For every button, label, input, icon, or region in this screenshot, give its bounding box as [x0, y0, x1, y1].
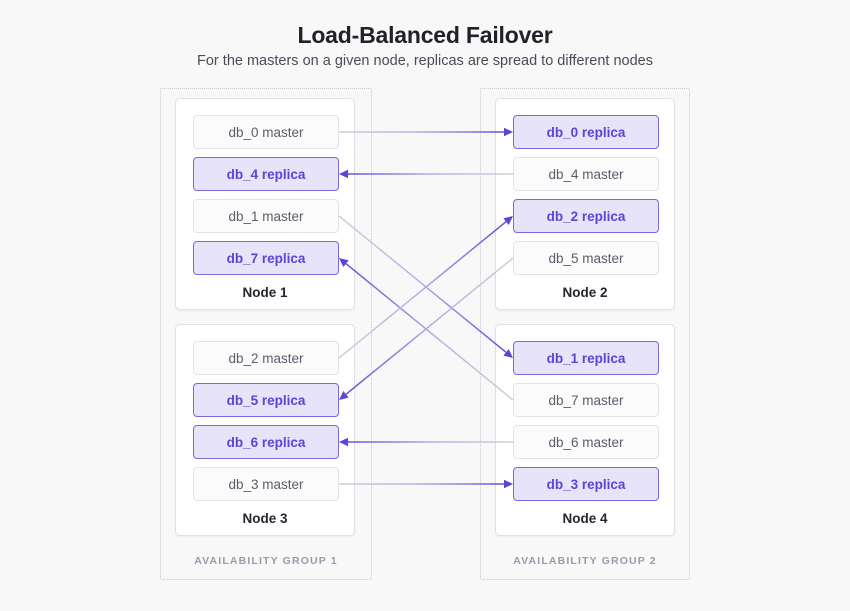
db-entry-label: db_2 replica [546, 208, 626, 224]
db-entry-label: db_0 replica [546, 124, 626, 140]
db-entry-label: db_4 replica [226, 166, 306, 182]
availability-group-2-label: AVAILABILITY GROUP 2 [513, 555, 657, 567]
node-label-node4: Node 4 [562, 511, 608, 526]
db-entry-n3-db6[interactable]: db_6 replica [193, 425, 339, 459]
db-entry-label: db_1 replica [546, 350, 626, 366]
db-entry-label: db_0 master [228, 124, 304, 140]
node-label-node1: Node 1 [242, 285, 288, 300]
db-entry-label: db_6 master [548, 434, 624, 450]
db-entry-n3-db5[interactable]: db_5 replica [193, 383, 339, 417]
db-entry-n4-db6[interactable]: db_6 master [513, 425, 659, 459]
db-entry-n2-db0[interactable]: db_0 replica [513, 115, 659, 149]
db-entry-label: db_4 master [548, 166, 624, 182]
db-entry-label: db_5 master [548, 250, 624, 266]
db-entry-n2-db4[interactable]: db_4 master [513, 157, 659, 191]
db-entry-label: db_2 master [228, 350, 304, 366]
db-entry-n1-db7[interactable]: db_7 replica [193, 241, 339, 275]
db-entry-label: db_3 master [228, 476, 304, 492]
page-subtitle: For the masters on a given node, replica… [197, 53, 653, 69]
node-card-node3[interactable]: db_2 master db_5 replica db_6 replica db… [175, 324, 355, 536]
db-entry-n3-db3[interactable]: db_3 master [193, 467, 339, 501]
db-entry-n1-db0[interactable]: db_0 master [193, 115, 339, 149]
node-card-node1[interactable]: db_0 master db_4 replica db_1 master db_… [175, 98, 355, 310]
db-entry-label: db_3 replica [546, 476, 626, 492]
node-label-node2: Node 2 [562, 285, 608, 300]
db-entry-n3-db2[interactable]: db_2 master [193, 341, 339, 375]
db-entry-label: db_1 master [228, 208, 304, 224]
db-entry-n4-db3[interactable]: db_3 replica [513, 467, 659, 501]
availability-group-1-label: AVAILABILITY GROUP 1 [194, 555, 338, 567]
db-entry-label: db_7 master [548, 392, 624, 408]
page-title: Load-Balanced Failover [297, 22, 553, 48]
db-entry-label: db_7 replica [226, 250, 306, 266]
node-label-node3: Node 3 [242, 511, 288, 526]
db-entry-n1-db4[interactable]: db_4 replica [193, 157, 339, 191]
db-entry-label: db_6 replica [226, 434, 306, 450]
node-card-node2[interactable]: db_0 replica db_4 master db_2 replica db… [495, 98, 675, 310]
db-entry-label: db_5 replica [226, 392, 306, 408]
db-entry-n4-db1[interactable]: db_1 replica [513, 341, 659, 375]
node-card-node4[interactable]: db_1 replica db_7 master db_6 master db_… [495, 324, 675, 536]
db-entry-n2-db2[interactable]: db_2 replica [513, 199, 659, 233]
db-entry-n4-db7[interactable]: db_7 master [513, 383, 659, 417]
db-entry-n2-db5[interactable]: db_5 master [513, 241, 659, 275]
db-entry-n1-db1[interactable]: db_1 master [193, 199, 339, 233]
